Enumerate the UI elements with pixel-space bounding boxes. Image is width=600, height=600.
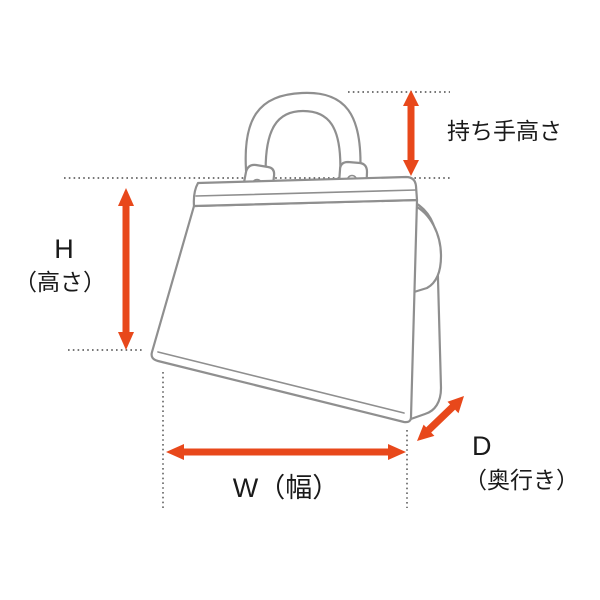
bag-bottom-seam xyxy=(157,351,405,414)
label-handle-height: 持ち手高さ xyxy=(447,118,562,144)
height-arrow xyxy=(118,188,134,350)
label-depth-letter: D xyxy=(472,431,492,461)
label-width: W（幅） xyxy=(233,473,339,503)
width-arrow xyxy=(166,444,406,460)
depth-arrow xyxy=(417,396,464,441)
label-depth-name: （奥行き） xyxy=(464,467,579,493)
bag-frame-bar xyxy=(192,175,419,208)
handle-height-arrow xyxy=(403,90,419,176)
bag-illustration xyxy=(150,91,443,424)
bag-flap-side xyxy=(411,203,443,294)
labels: 持ち手高さ H （高さ） W（幅） D （奥行き） xyxy=(14,118,579,503)
label-height-letter: H xyxy=(54,234,74,264)
bag-frame-inner-line xyxy=(195,189,417,197)
label-height-name: （高さ） xyxy=(14,269,106,295)
bag-body-front xyxy=(150,198,419,424)
measurement-arrows xyxy=(118,90,464,460)
